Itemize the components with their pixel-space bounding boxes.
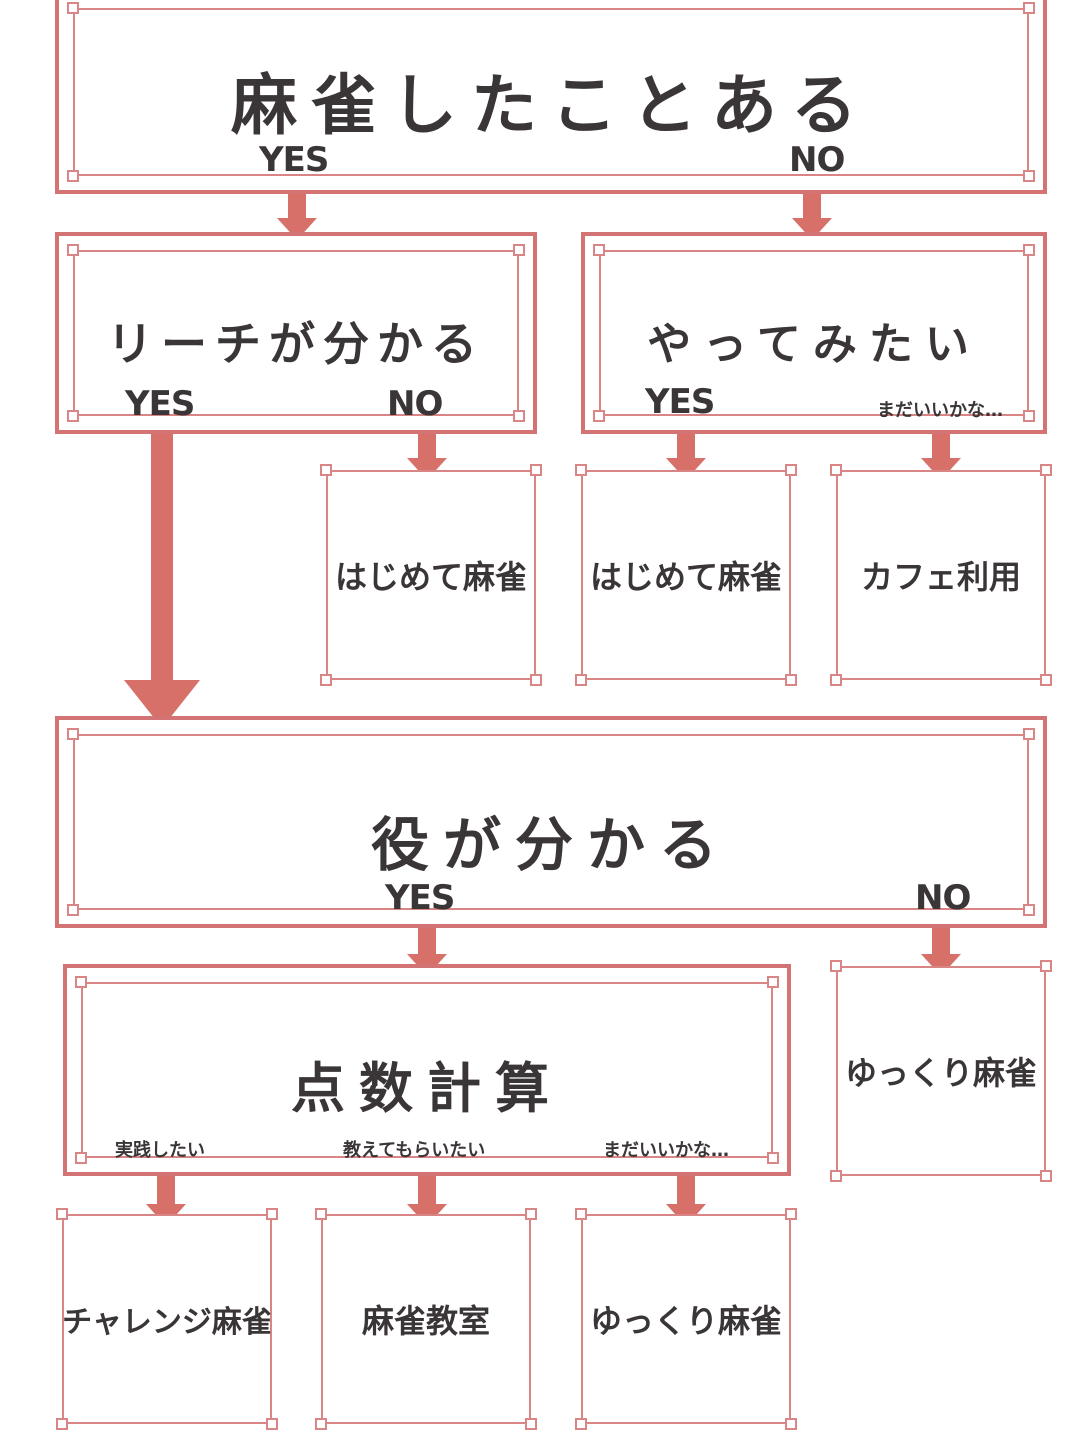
node-riichi: リーチが分かる YES NO [55,232,537,434]
node-try-no: まだいいかな… [877,400,1003,421]
node-yaku: 役が分かる YES NO [55,716,1047,928]
leaf-cafe-label: カフェ利用 [860,558,1021,596]
leaf-class: 麻雀教室 [315,1208,537,1430]
node-score-frame [75,976,779,1164]
node-root: 麻雀したことある YES NO [55,0,1047,194]
node-root-label: 麻雀したことある [231,67,871,144]
node-riichi-frame [67,244,525,422]
node-riichi-label: リーチが分かる [107,317,485,371]
node-try-frame [593,244,1035,422]
leaf-challenge: チャレンジ麻雀 [56,1208,278,1430]
leaf-slow-1-label: ゆっくり麻雀 [844,1054,1037,1092]
leaf-first-2-label: はじめて麻雀 [589,558,782,596]
node-score-opt2: 教えてもらいたい [343,1140,486,1161]
leaf-cafe: カフェ利用 [830,464,1052,686]
node-score: 点数計算 実践したい 教えてもらいたい まだいいかな… [63,964,791,1176]
node-riichi-yes: YES [125,384,195,424]
node-try-yes: YES [645,382,715,422]
node-root-no: NO [789,140,845,180]
leaf-first-1: はじめて麻雀 [320,464,542,686]
leaf-first-2: はじめて麻雀 [575,464,797,686]
leaf-first-1-label: はじめて麻雀 [334,558,527,596]
leaf-challenge-label: チャレンジ麻雀 [62,1305,272,1340]
node-yaku-frame [67,728,1035,916]
node-try-label: やってみたい [647,319,981,370]
leaf-slow-2-label: ゆっくり麻雀 [589,1302,782,1340]
node-root-yes: YES [259,140,329,180]
arrow-riichi-yes [122,434,202,728]
node-score-opt1: 実践したい [115,1140,205,1161]
leaf-class-label: 麻雀教室 [361,1302,490,1340]
node-yaku-no: NO [915,878,971,918]
leaf-slow-2: ゆっくり麻雀 [575,1208,797,1430]
leaf-slow-1: ゆっくり麻雀 [830,960,1052,1182]
node-score-opt3: まだいいかな… [603,1140,729,1161]
node-yaku-yes: YES [385,878,455,918]
node-riichi-no: NO [387,384,443,424]
node-try: やってみたい YES まだいいかな… [581,232,1047,434]
node-yaku-label: 役が分かる [370,811,731,879]
node-score-label: 点数計算 [291,1057,563,1120]
node-root-frame [67,2,1035,182]
